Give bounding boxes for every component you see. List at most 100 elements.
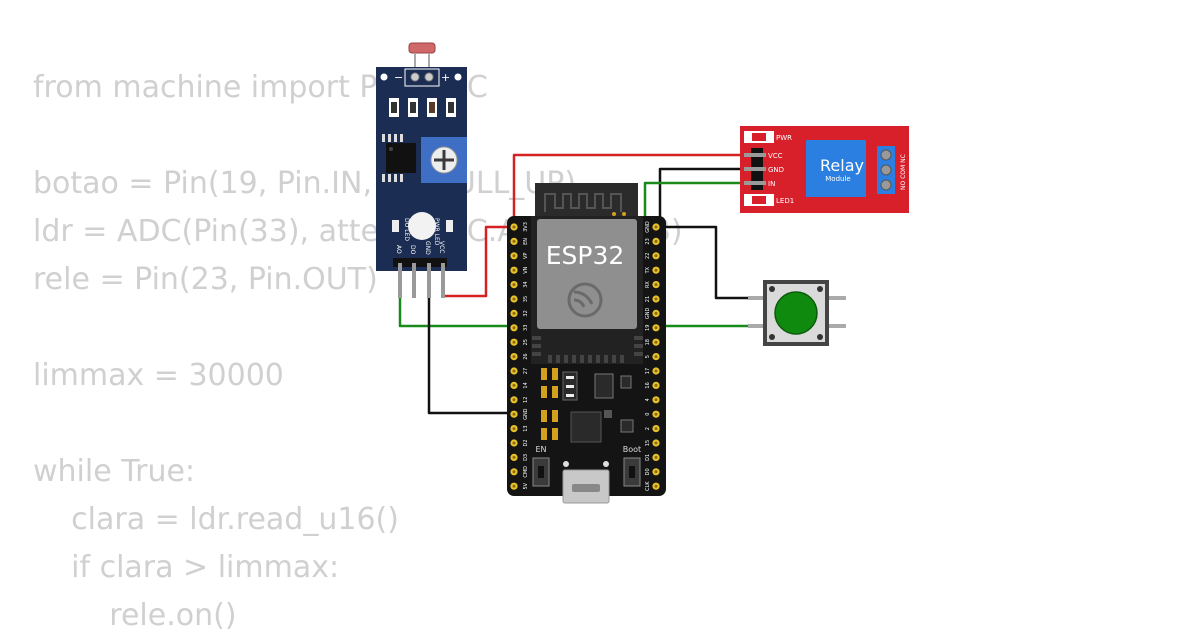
relay-terminal-screw[interactable] [880,179,892,191]
ldr-minus-label: − [394,71,403,84]
esp32-pin-label: VN [523,266,529,273]
esp32-pin-label: D3 [523,454,529,461]
esp32-pin-hole [512,383,516,387]
esp32-pin-hole [512,254,516,258]
ldr-pin-gnd[interactable] [427,263,431,298]
esp32-pin-hole [512,398,516,402]
code-line: while True: [33,454,196,489]
relay-led1-body [752,196,766,204]
wires [398,153,770,415]
esp32-pin-label: 17 [645,368,651,374]
resistor [429,102,435,113]
esp32-pin-label: 27 [523,368,529,374]
esp32-pin-hole [654,470,658,474]
pushbutton-leg [748,324,768,328]
ldr-pin-label-do: DO [409,245,416,255]
wire-3v3-to-relay-vcc[interactable] [512,153,747,229]
wire-gnd-to-button[interactable] [654,225,770,300]
esp32-pin-label: GND [645,308,651,320]
code-line: clara = ldr.read_u16() [33,502,399,537]
led-pwr-label: PWR LED [433,218,440,246]
usb-led [603,461,609,467]
code-line: limmax = 30000 [33,358,284,393]
esp32-pin-label: CLK [645,481,651,491]
relay-module[interactable]: PWR LED1 VCC GND IN Relay Module NO COM … [740,126,909,213]
esp32-pin-hole [512,369,516,373]
esp32-pin-label: 35 [523,296,529,302]
ldr-pin-label-ao: AO [395,245,402,254]
esp32-pin-label: D1 [645,454,651,461]
antenna-dot [622,212,626,216]
pushbutton[interactable] [748,280,846,346]
relay-pin-gnd[interactable] [744,167,766,171]
esp32-pin-hole [654,225,658,229]
esp32-pin-label: 15 [645,440,651,446]
ldr-header [393,258,447,267]
relay-terminal-screw[interactable] [880,149,892,161]
mounting-hole [380,73,388,81]
ldr-pin-label-vcc: VCC [438,241,445,253]
esp32-pin-label: 4 [645,398,651,401]
usb-led [563,461,569,467]
esp32-pin-hole [654,427,658,431]
esp32-pin-label: GND [645,221,651,233]
relay-pin-in[interactable] [744,181,766,185]
antenna-dot [612,212,616,216]
relay-pin-vcc[interactable] [744,153,766,157]
code-line: rele = Pin(23, Pin.OUT) [33,262,378,297]
esp32-pin-label: D2 [523,439,529,446]
resistor [410,102,416,113]
ldr-pin-ao[interactable] [398,263,402,298]
esp32-pin-label: 16 [645,382,651,388]
usb-port-icon [572,484,600,492]
esp32-pin-label: 34 [523,281,529,287]
esp32-pin-hole [512,311,516,315]
esp32-pin-label: 0 [645,413,651,416]
esp32-pin-hole [654,383,658,387]
esp32-pin-hole [512,484,516,488]
relay-terminal-screw[interactable] [880,164,892,176]
esp32-pin-hole [654,369,658,373]
esp32-pin-label: 21 [645,296,651,302]
wire-ldr-gnd-to-gnd[interactable] [427,294,516,415]
esp32-pin-label: 5 [645,355,651,358]
esp32-pin-hole [512,427,516,431]
esp32-pin-hole [512,268,516,272]
esp32-pin-hole [512,297,516,301]
potentiometer[interactable] [421,137,467,183]
esp32-board[interactable]: ESP32 [507,183,666,504]
relay-title: Relay [820,156,864,175]
esp32-pin-hole [654,398,658,402]
ldr-pin-vcc[interactable] [441,263,445,298]
esp32-pin-label: EN [523,238,529,245]
esp32-pin-label: 33 [523,325,529,331]
pushbutton-leg [748,296,768,300]
led-do [392,220,399,232]
relay-pin-label-gnd: GND [768,166,784,174]
wire-relay-gnd-to-gnd[interactable] [658,167,747,228]
esp32-pin-hole [654,239,658,243]
relay-led1-label: LED1 [776,197,794,205]
esp32-pin-label: CMD [523,466,529,478]
pushbutton-corner [769,286,775,292]
pushbutton-corner [817,334,823,340]
code-line: rele.on() [33,598,237,633]
socket-pad [424,72,434,82]
mounting-hole [454,73,462,81]
esp32-pin-hole [512,283,516,287]
photoresistor [408,42,436,54]
ldr-pin-do[interactable] [412,263,416,298]
esp32-pin-label: 19 [645,325,651,331]
resistor [448,102,454,113]
pushbutton-corner [817,286,823,292]
led-pwr [446,220,453,232]
wire-ldr-ao-to-33[interactable] [398,294,516,328]
wire-ldr-vcc-to-3v3[interactable] [441,225,516,298]
esp32-pin-hole [512,441,516,445]
pushbutton-cap[interactable] [774,291,818,335]
relay-pwr-led-body [752,133,766,141]
esp32-pin-hole [654,441,658,445]
en-button-cap [538,466,544,478]
ldr-module[interactable]: − + [376,42,467,298]
